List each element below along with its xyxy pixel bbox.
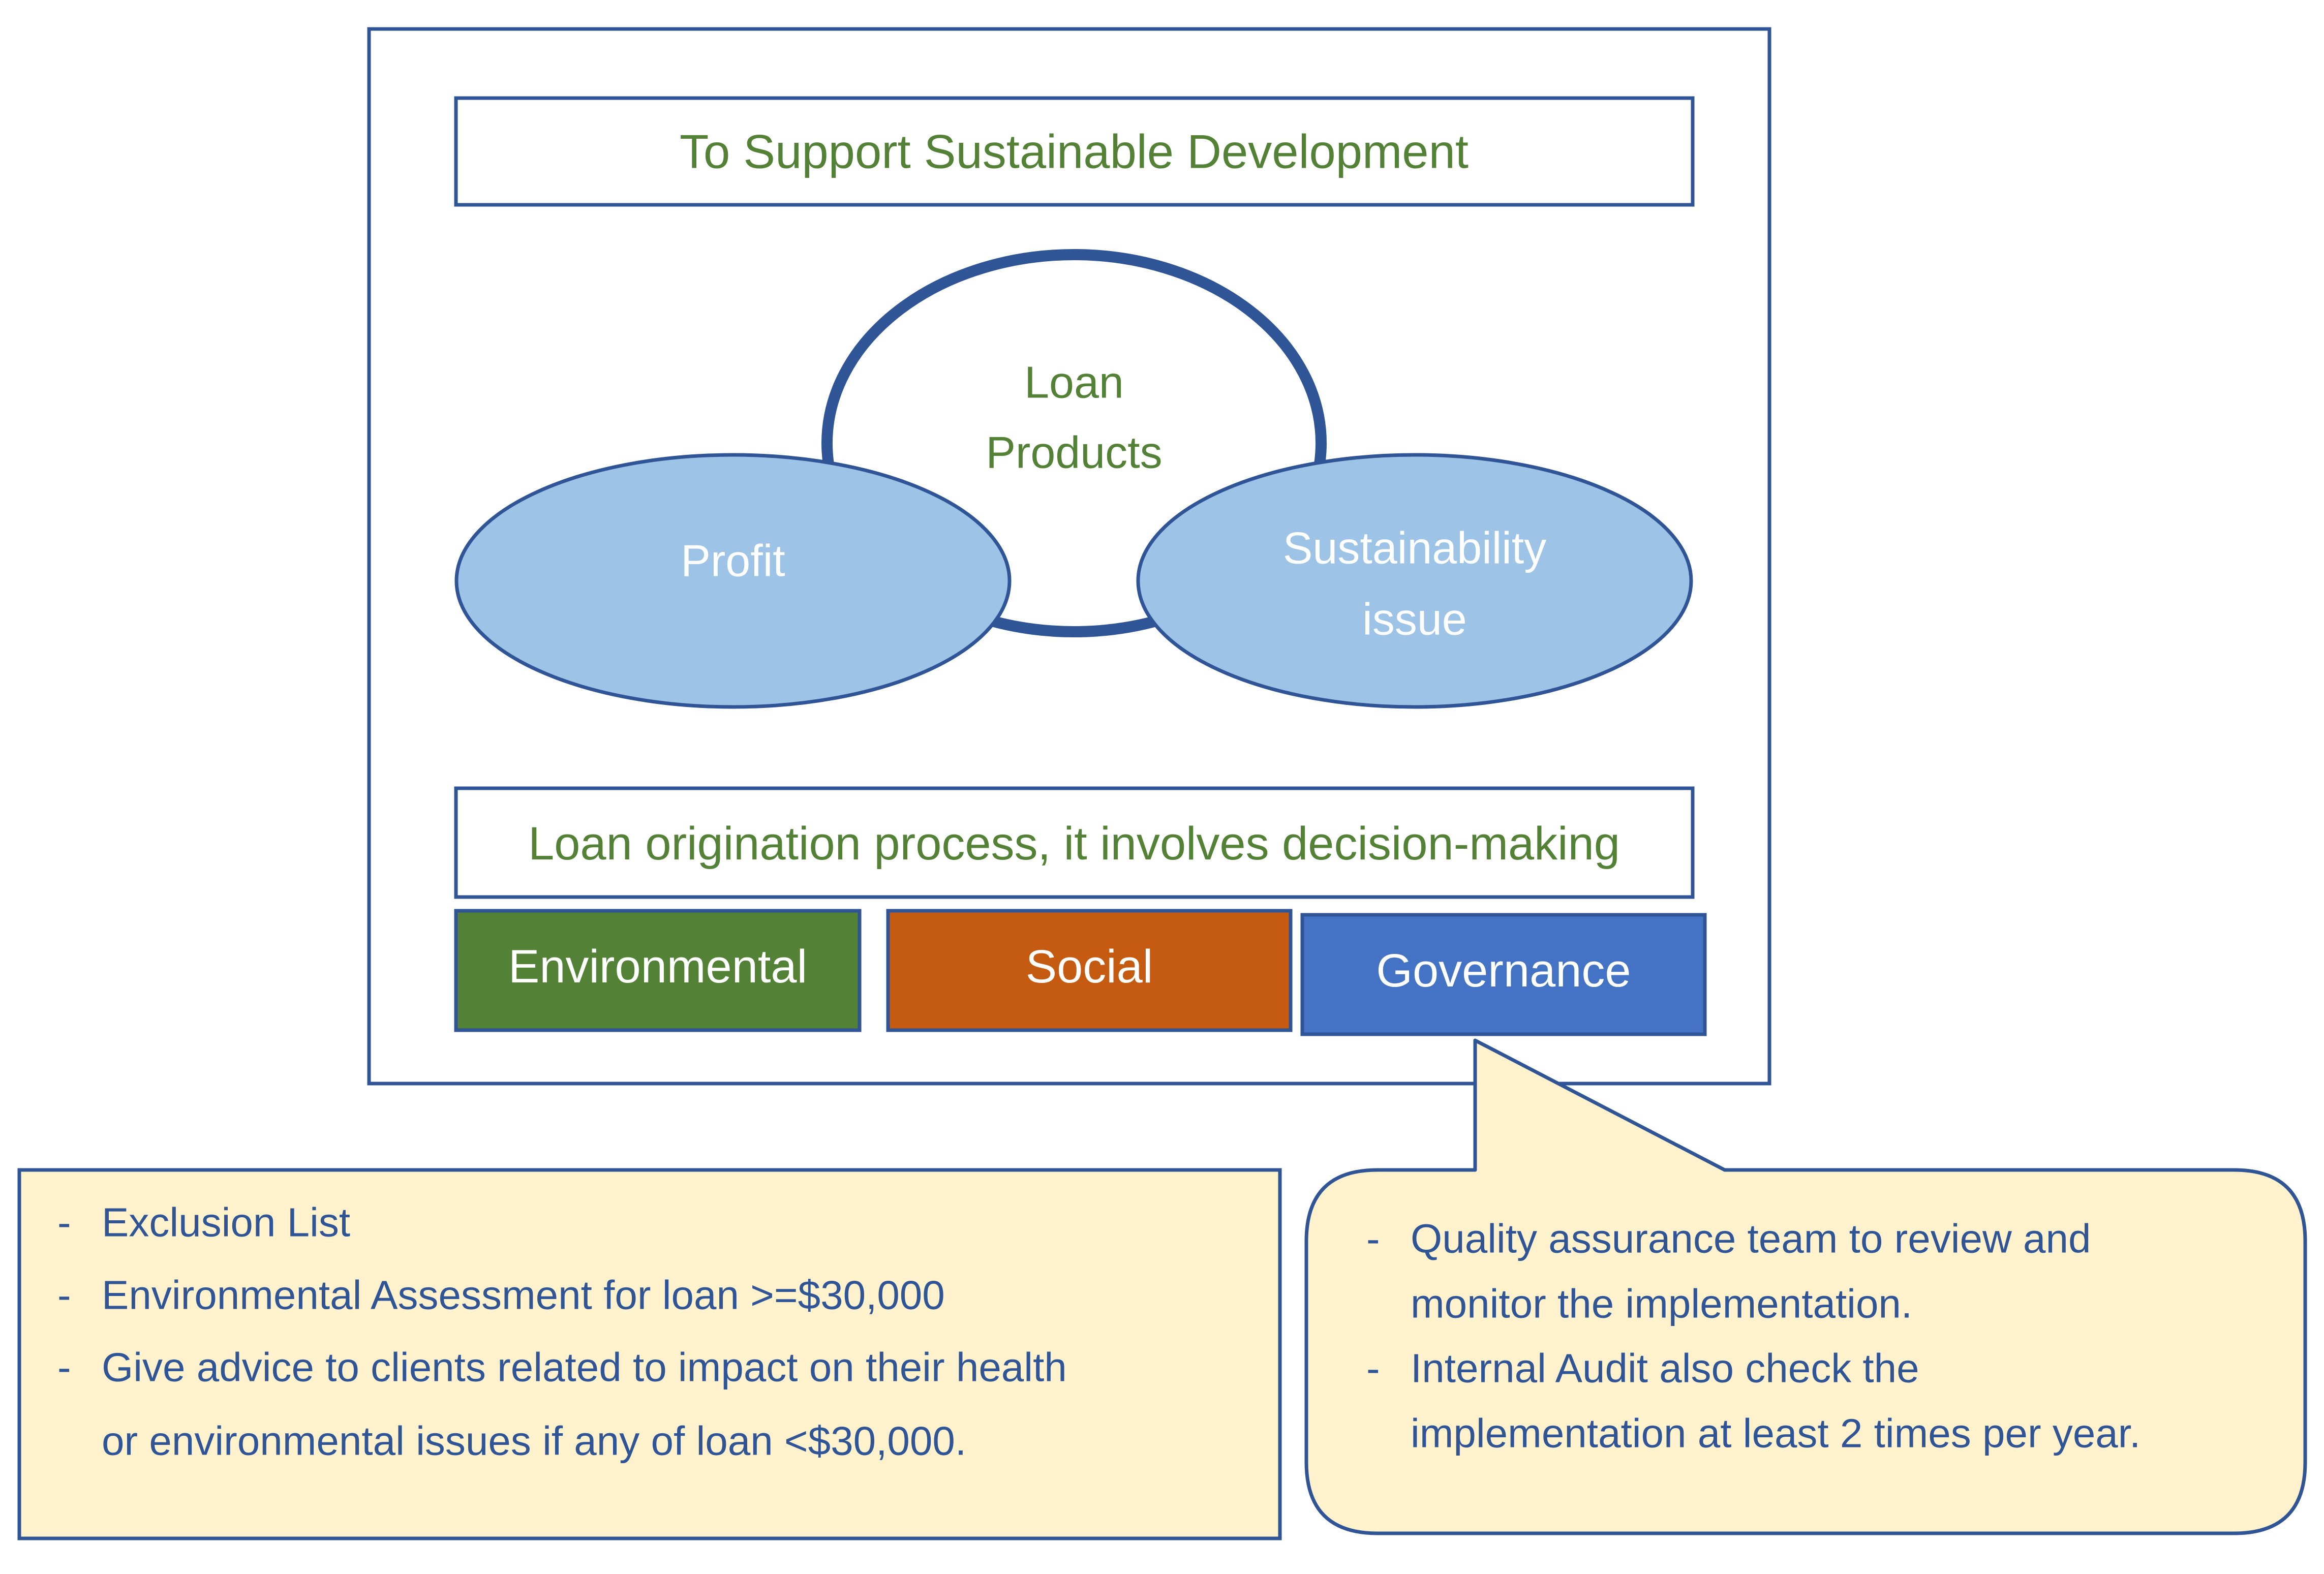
left-note-item: Give advice to clients related to impact… [102,1345,1067,1390]
social-box [886,909,1293,1032]
left-note-bullet: - [57,1200,71,1245]
right-callout-item: implementation at least 2 times per year… [1411,1411,2140,1456]
right-callout-item: Internal Audit also check the [1411,1346,1919,1391]
left-note-bullet: - [57,1273,71,1318]
profit-label: Profit [681,536,785,586]
right-callout-bullet: - [1366,1346,1380,1391]
left-note-item: or environmental issues if any of loan <… [102,1418,966,1464]
sustainability-ellipse [1136,453,1693,709]
right-callout-item: Quality assurance team to review and [1411,1216,2091,1261]
process-box [454,786,1695,899]
loan-products-label-line2: Products [986,427,1162,478]
sustainability-label-line2: issue [1362,594,1466,644]
right-callout-shape [1304,1038,2307,1535]
social-label: Social [1026,941,1153,993]
left-note-item: Exclusion List [102,1200,350,1245]
process-box-text: Loan origination process, it involves de… [528,818,1620,870]
top-banner-box [454,96,1695,207]
left-note-box [17,1168,1282,1540]
left-note-bullet: - [57,1345,71,1390]
loan-products-label-line1: Loan [1024,357,1124,408]
left-note-list: - Exclusion List - Environmental Assessm… [57,1200,1067,1464]
environmental-box [454,909,862,1032]
right-callout-list: - Quality assurance team to review and m… [1366,1216,2140,1456]
right-callout-bullet: - [1366,1216,1380,1261]
profit-ellipse [454,453,1012,709]
left-note-item: Environmental Assessment for loan >=$30,… [102,1273,945,1318]
right-callout-item: monitor the implementation. [1411,1281,1912,1326]
environmental-label: Environmental [508,941,807,993]
governance-box [1300,913,1707,1036]
sustainability-label-line1: Sustainability [1283,523,1547,573]
top-banner-text: To Support Sustainable Development [680,125,1469,178]
governance-label: Governance [1376,945,1631,997]
